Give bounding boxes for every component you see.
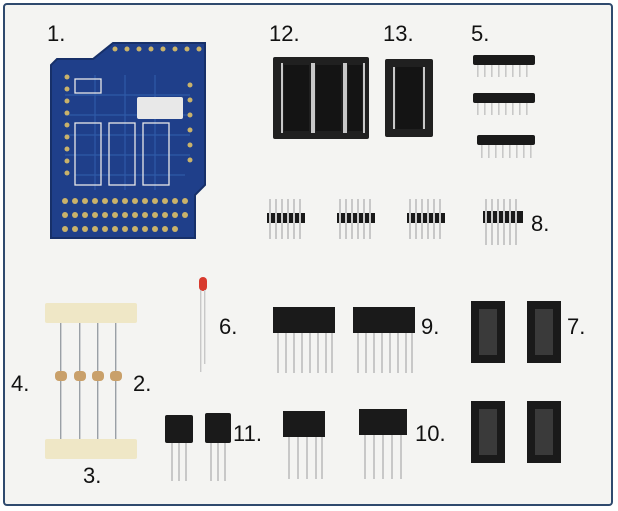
label-9: 9.: [421, 314, 440, 339]
label-8: 8.: [531, 211, 550, 236]
kit-photo: [45, 42, 561, 481]
label-13: 13.: [383, 21, 414, 46]
label-2: 2.: [133, 371, 152, 396]
resistors-on-tape: [45, 303, 137, 459]
label-1: 1.: [47, 21, 66, 46]
pcb-board: [50, 42, 206, 239]
ic-foam-single: [385, 59, 433, 137]
photo-frame: 1. 2. 3. 4. 5. 6. 7. 8. 9. 10. 11. 12. 1…: [3, 3, 613, 506]
label-12: 12.: [269, 21, 300, 46]
pin-headers-angled: [267, 199, 523, 245]
resistor-networks: [473, 55, 535, 158]
label-3: 3.: [83, 463, 102, 488]
stackable-headers-long: [273, 307, 415, 373]
label-4: 4.: [11, 371, 30, 396]
red-led: [199, 277, 207, 372]
ic-sockets: [471, 301, 561, 463]
three-pin-components: [165, 413, 231, 481]
label-7: 7.: [567, 314, 586, 339]
label-6: 6.: [219, 314, 238, 339]
ic-foam-three: [273, 57, 369, 139]
label-11: 11.: [233, 421, 262, 446]
label-5: 5.: [471, 21, 490, 46]
label-10: 10.: [415, 421, 446, 446]
stackable-headers-short: [283, 409, 407, 479]
